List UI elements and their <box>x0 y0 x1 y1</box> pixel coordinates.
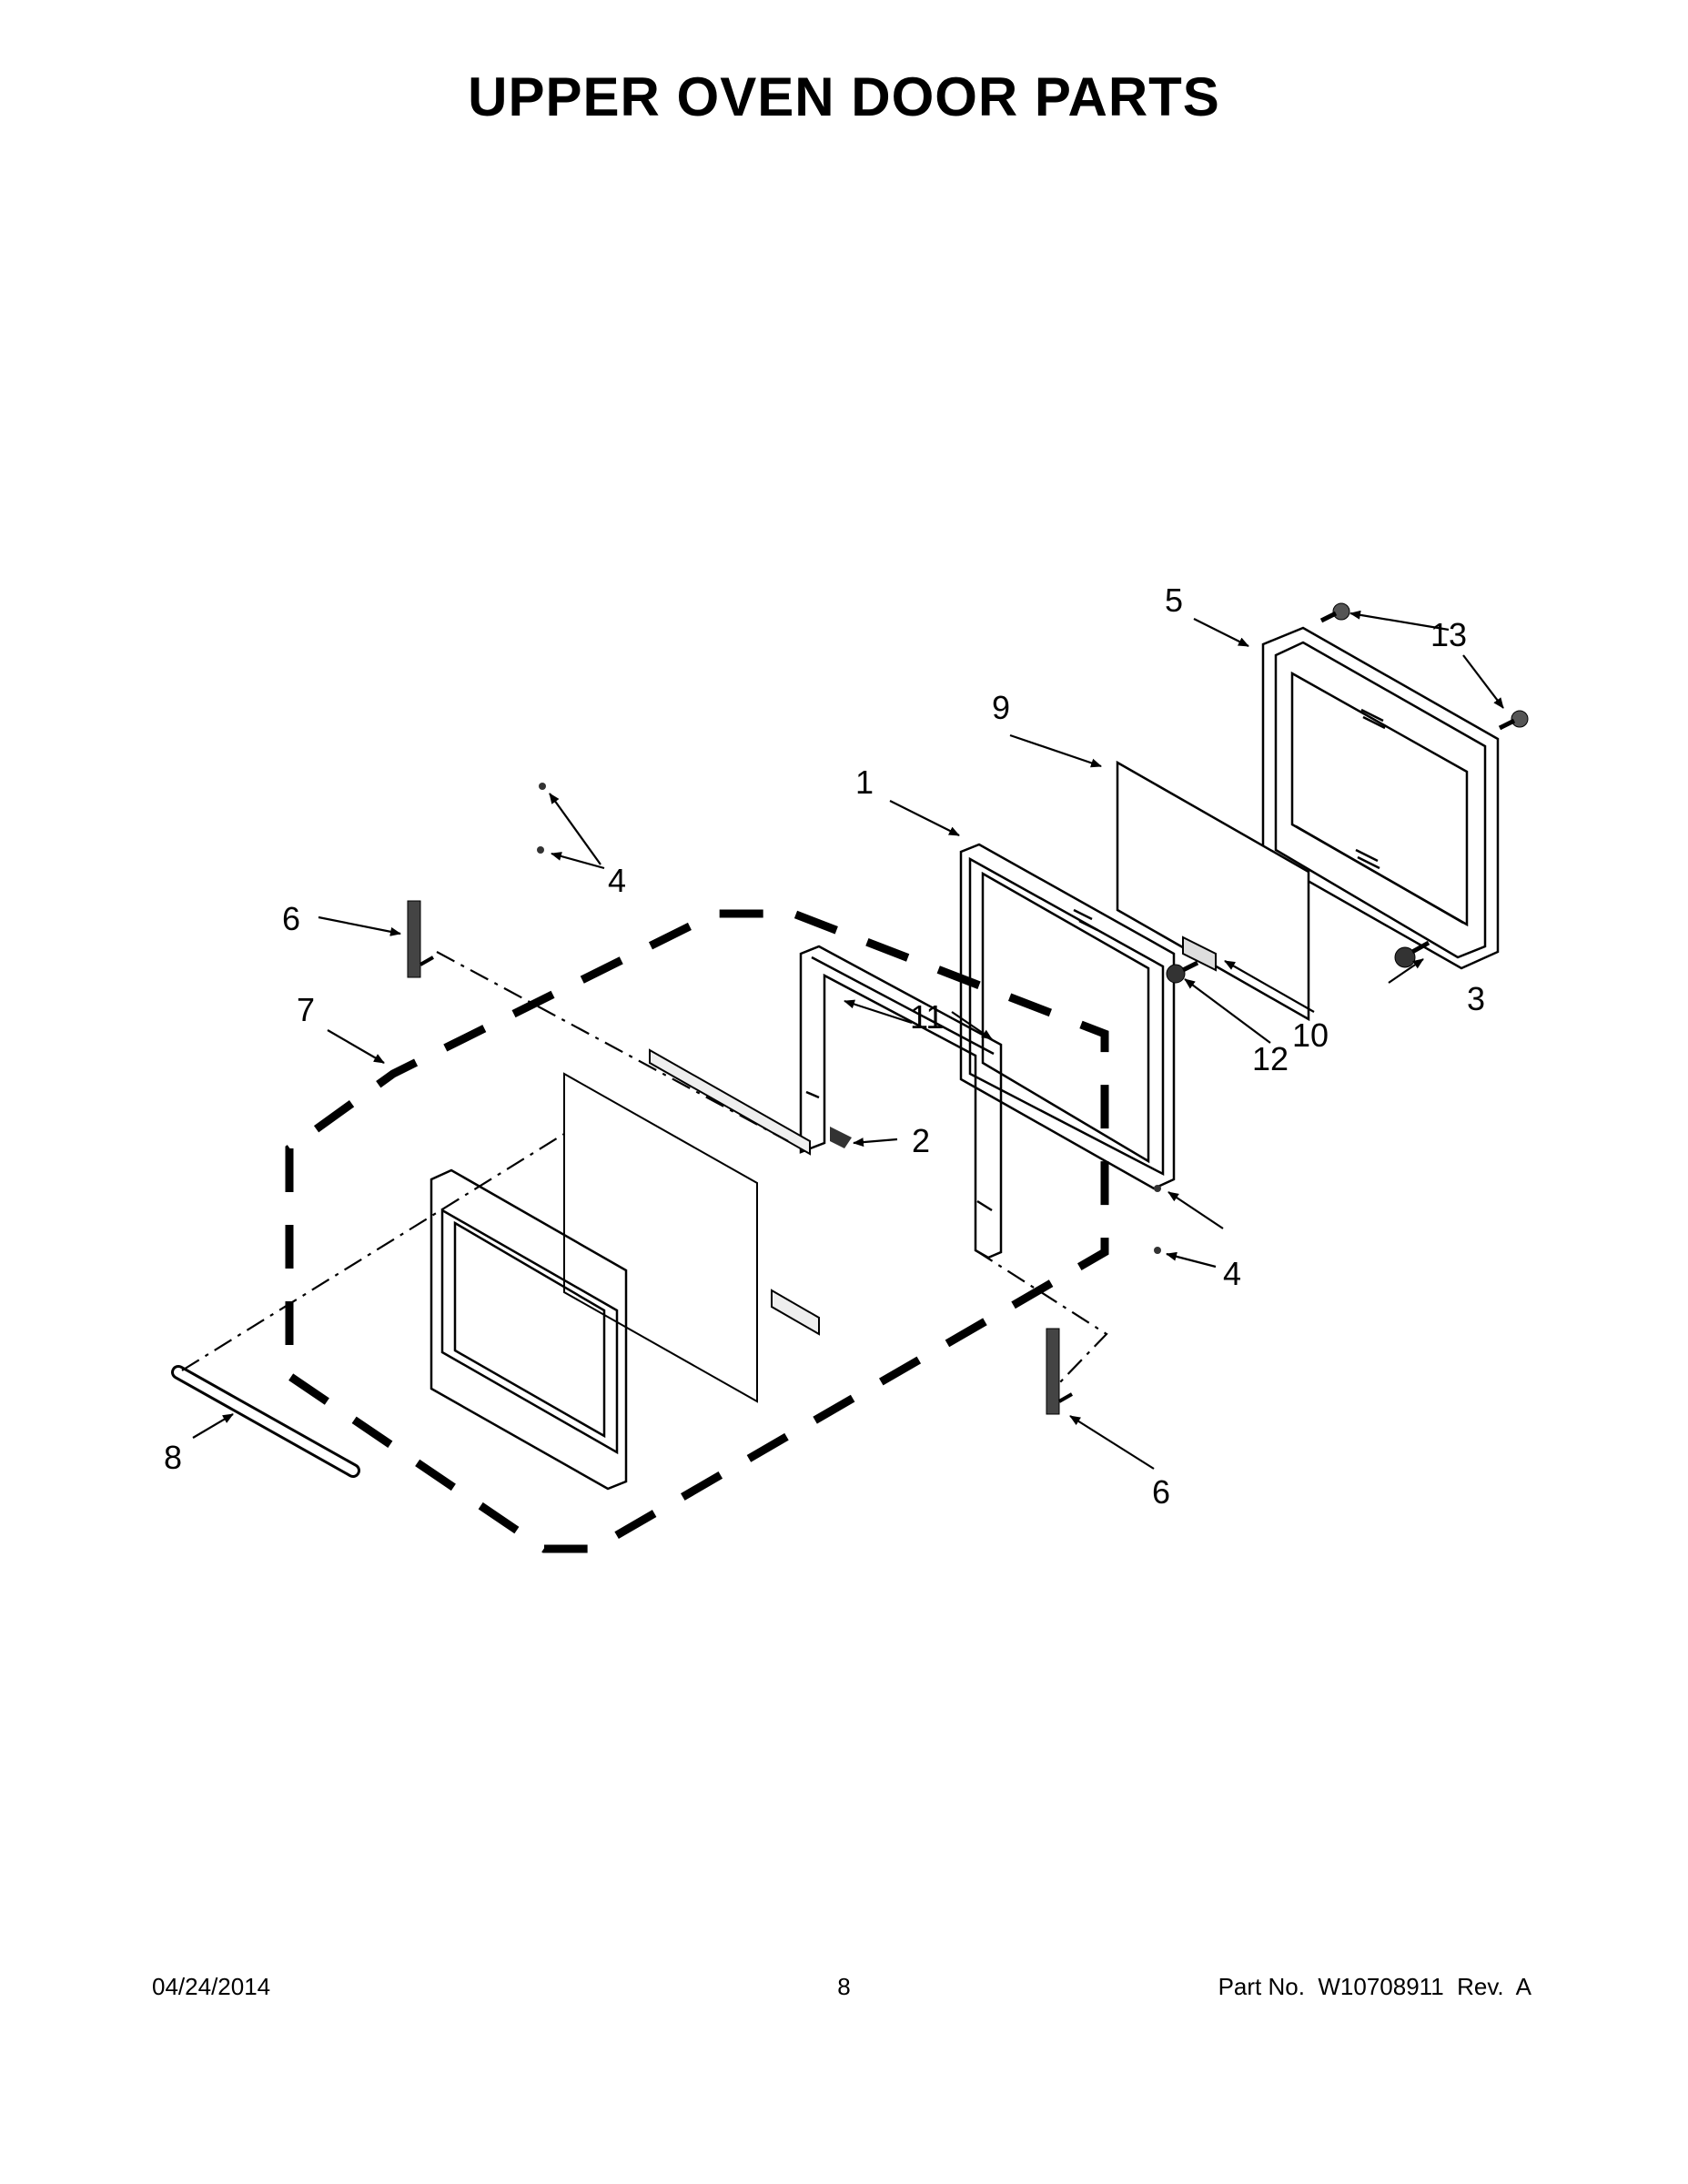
callout-11: 11 <box>910 998 944 1036</box>
callout-10: 10 <box>1292 1016 1329 1054</box>
callout-12: 12 <box>1252 1040 1289 1077</box>
glass-panel <box>1116 760 1310 1022</box>
callout-3: 3 <box>1467 980 1485 1017</box>
footer-page-number: 8 <box>837 1973 851 2000</box>
callout-7: 7 <box>297 991 315 1028</box>
callout-5: 5 <box>1165 581 1183 619</box>
hinge-clip-2 <box>830 1127 852 1148</box>
page-title: UPPER OVEN DOOR PARTS <box>468 66 1220 127</box>
callout-1: 1 <box>855 763 874 801</box>
hinge-right <box>1046 1328 1073 1415</box>
screw-13-top <box>1319 602 1350 623</box>
glass-support-strip-top <box>649 1048 811 1156</box>
footer-date: 04/24/2014 <box>152 1973 271 2000</box>
outer-door-panel <box>430 1168 628 1491</box>
leader-arrows <box>192 610 1504 1470</box>
callout-6-right: 6 <box>1152 1473 1170 1511</box>
glass-support-strip-bottom <box>771 1289 820 1336</box>
screw-12 <box>1166 960 1199 984</box>
callout-6-left: 6 <box>282 900 300 937</box>
callout-13: 13 <box>1430 616 1467 653</box>
callout-8: 8 <box>164 1439 182 1476</box>
small-screws-4 <box>537 783 1161 1254</box>
inner-glass-pane <box>563 1072 758 1403</box>
door-handle <box>171 1365 360 1478</box>
callout-9: 9 <box>992 689 1010 726</box>
callout-4-top: 4 <box>608 862 626 899</box>
hinge-left <box>407 900 434 978</box>
screw-3 <box>1394 940 1430 968</box>
screw-13-right <box>1498 710 1529 731</box>
assembly-lines <box>181 951 1108 1384</box>
bracket <box>1182 935 1217 972</box>
footer-part-number: Part No. W10708911 Rev. A <box>1218 1973 1531 2000</box>
callout-2: 2 <box>912 1122 930 1159</box>
inner-door-frame <box>959 843 1176 1190</box>
callout-4-bottom: 4 <box>1223 1255 1241 1292</box>
